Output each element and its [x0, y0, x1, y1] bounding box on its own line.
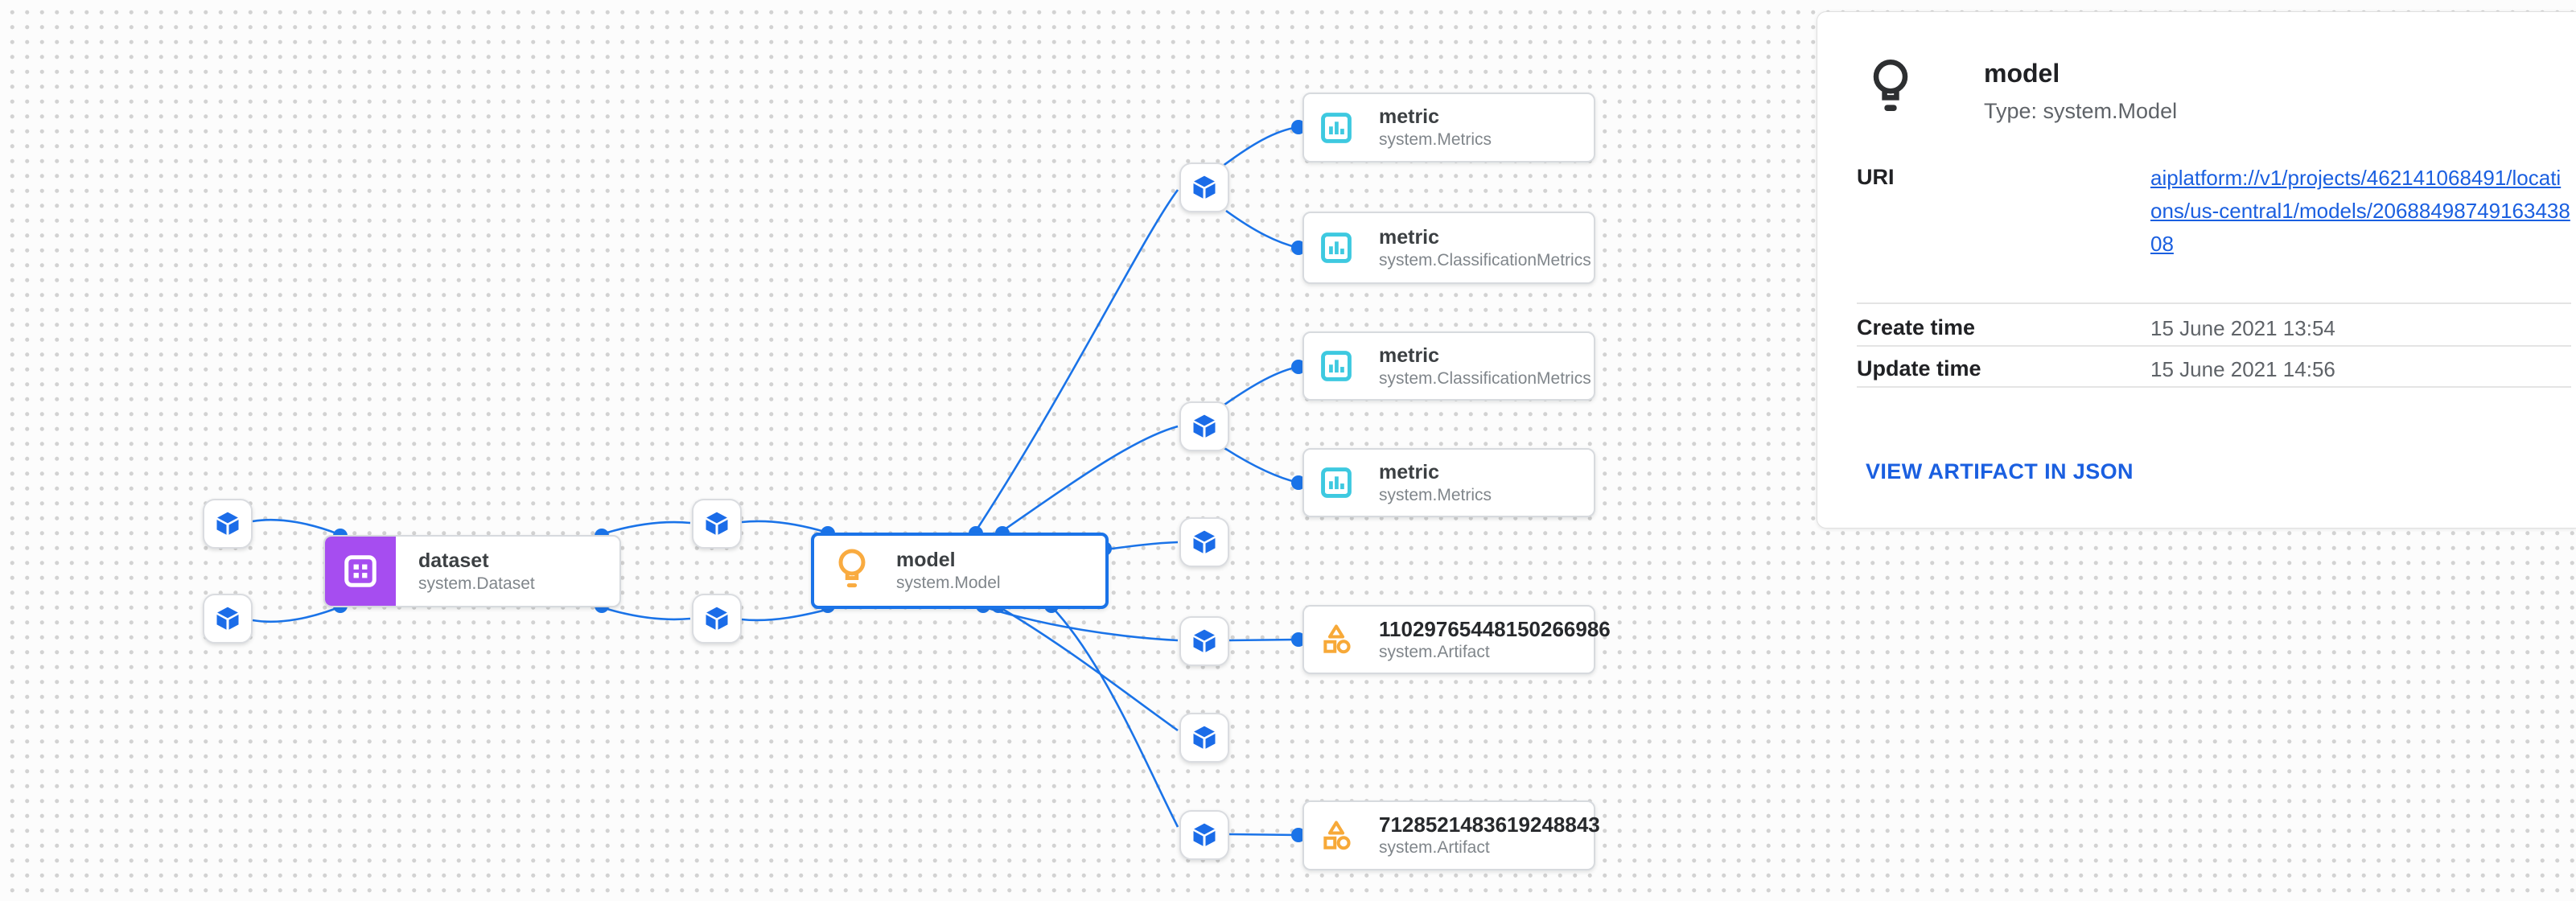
node-subtitle: system.ClassificationMetrics — [1379, 368, 1591, 388]
node-subtitle: system.Dataset — [418, 574, 535, 593]
execution-node[interactable] — [1179, 616, 1229, 666]
create-time-value: 15 June 2021 13:54 — [2150, 316, 2335, 340]
cube-icon — [1193, 726, 1216, 749]
execution-node[interactable] — [1179, 163, 1229, 212]
lineage-node-artifact-1[interactable]: 11029765448150266986 system.Artifact — [1302, 605, 1611, 674]
lineage-node-metric-4[interactable]: metric system.Metrics — [1302, 448, 1595, 517]
cube-icon — [216, 512, 239, 535]
lineage-node-metric-3[interactable]: metric system.ClassificationMetrics — [1302, 331, 1595, 401]
edge-endpoint-dots — [333, 120, 1306, 842]
execution-node[interactable] — [203, 594, 253, 644]
execution-node[interactable] — [203, 499, 253, 549]
lineage-node-metric-2[interactable]: metric system.ClassificationMetrics — [1302, 212, 1595, 284]
cube-icon — [1193, 629, 1216, 652]
dataset-icon — [325, 537, 396, 606]
node-subtitle: system.Artifact — [1379, 838, 1490, 857]
cube-icon — [216, 607, 239, 630]
node-subtitle: system.Metrics — [1379, 485, 1492, 504]
metrics-icon — [1319, 231, 1353, 265]
uri-link[interactable]: aiplatform://v1/projects/462141068491/lo… — [2150, 166, 2570, 256]
node-title: dataset — [418, 549, 489, 572]
metrics-icon — [1319, 111, 1353, 145]
lightbulb-icon — [833, 549, 870, 592]
node-title: 11029765448150266986 — [1379, 616, 1611, 641]
node-title: metric — [1379, 225, 1440, 249]
metrics-icon — [1319, 349, 1353, 383]
node-subtitle: system.Artifact — [1379, 642, 1490, 661]
divider — [1857, 302, 2571, 304]
lineage-edges — [252, 125, 1299, 837]
panel-type-line: Type: system.Model — [1984, 99, 2178, 123]
artifact-shapes-icon — [1319, 623, 1353, 656]
node-subtitle: system.Metrics — [1379, 130, 1492, 149]
artifact-details-panel: model Type: system.Model URI aiplatform:… — [1817, 11, 2576, 529]
uri-label: URI — [1857, 165, 1895, 189]
cube-icon — [1193, 823, 1216, 846]
view-artifact-in-json-link[interactable]: VIEW ARTIFACT IN JSON — [1866, 459, 2134, 483]
cube-icon — [1193, 175, 1216, 199]
node-title: 7128521483619248843 — [1379, 813, 1600, 837]
execution-node[interactable] — [692, 594, 742, 644]
metrics-icon — [1319, 466, 1353, 500]
node-subtitle: system.Model — [896, 574, 1001, 592]
cube-icon — [706, 607, 728, 630]
lineage-node-dataset[interactable]: dataset system.Dataset — [323, 535, 621, 607]
node-title: metric — [1379, 105, 1440, 128]
lightbulb-icon — [1869, 57, 1912, 121]
cube-icon — [706, 512, 728, 535]
panel-title: model — [1984, 59, 2060, 88]
execution-node[interactable] — [692, 499, 742, 549]
create-time-label: Create time — [1857, 315, 1976, 339]
cube-icon — [1193, 414, 1216, 438]
execution-node[interactable] — [1179, 517, 1229, 567]
lineage-node-model[interactable]: model system.Model — [811, 533, 1109, 609]
divider — [1857, 345, 2571, 347]
update-time-value: 15 June 2021 14:56 — [2150, 357, 2335, 381]
node-title: model — [896, 549, 956, 571]
lineage-node-artifact-2[interactable]: 7128521483619248843 system.Artifact — [1302, 800, 1600, 870]
node-title: metric — [1379, 460, 1440, 483]
lineage-node-metric-1[interactable]: metric system.Metrics — [1302, 93, 1595, 163]
artifact-shapes-icon — [1319, 819, 1353, 853]
node-subtitle: system.ClassificationMetrics — [1379, 250, 1591, 269]
divider — [1857, 386, 2571, 388]
node-title: metric — [1379, 344, 1440, 367]
cube-icon — [1193, 530, 1216, 553]
update-time-label: Update time — [1857, 356, 1981, 381]
execution-node[interactable] — [1179, 713, 1229, 763]
execution-node[interactable] — [1179, 810, 1229, 860]
execution-node[interactable] — [1179, 401, 1229, 451]
